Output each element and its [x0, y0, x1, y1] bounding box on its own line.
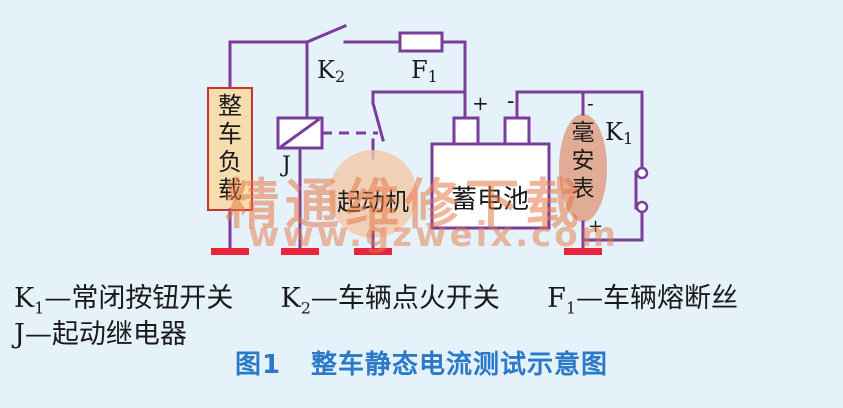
starter-label: 起动机	[337, 188, 409, 216]
figure-number: 图1	[234, 350, 282, 380]
wire-right-top	[581, 90, 644, 170]
ammeter-label-1: 毫	[572, 120, 595, 146]
legend-f1: F1—车辆熔断丝	[547, 283, 739, 318]
switch-k1-top	[635, 166, 649, 180]
legend-k2: K2—车辆点火开关	[280, 283, 500, 318]
k1-label: K1	[605, 118, 633, 148]
switch-k2	[305, 24, 347, 44]
legend-j: J—起动继电器	[14, 319, 187, 350]
ammeter-label-3: 表	[572, 176, 595, 202]
load-label-1: 整	[218, 92, 242, 120]
starter-motor	[329, 150, 417, 238]
f1-label: F1	[411, 56, 438, 86]
relay-j-label: J	[280, 153, 291, 178]
wire-right-bottom	[581, 210, 644, 242]
ground-2	[281, 248, 319, 255]
ground-1	[211, 248, 249, 255]
ground-4	[564, 248, 602, 255]
battery-terminal-minus	[503, 116, 531, 146]
wire-top-left	[228, 40, 309, 90]
legend-line-2: J—起动继电器	[14, 312, 834, 351]
wire-battery-minus	[515, 90, 585, 120]
ammeter-label-2: 安	[572, 148, 595, 174]
wire-battery-plus-top	[371, 90, 467, 105]
battery-plus-label: +	[472, 91, 489, 115]
battery-box	[430, 142, 551, 230]
load-label-3: 负	[218, 148, 242, 176]
load-label-2: 车	[218, 120, 242, 148]
ammeter-plus-label: +	[588, 216, 603, 237]
ammeter	[559, 114, 607, 222]
figure-title: 整车静态电流测试示意图	[311, 350, 609, 380]
battery-terminal-plus	[452, 116, 480, 146]
ground-3	[354, 248, 392, 255]
circuit-drawing: 整 车 负 载 K2 F1 J 起动机 蓄电池 + - 毫 安 表 - + K1	[207, 24, 649, 255]
figure-caption: 图1 整车静态电流测试示意图	[0, 344, 843, 381]
ammeter-minus-label: -	[587, 91, 594, 115]
battery-minus-label: -	[507, 89, 514, 114]
legend-line-1: K1—常闭按钮开关 K2—车辆点火开关 F1—车辆熔断丝	[14, 276, 834, 317]
fuse-f1	[398, 31, 444, 53]
k2-label: K2	[317, 56, 345, 86]
legend-k1: K1—常闭按钮开关	[14, 283, 234, 318]
load-label-4: 载	[218, 176, 242, 204]
circuit-diagram: 整 车 负 载 K2 F1 J 起动机 蓄电池 + - 毫 安 表 - + K1…	[207, 24, 649, 255]
wire-fuse-battery	[440, 40, 467, 120]
battery-label: 蓄电池	[451, 185, 529, 215]
relay-coil-slash	[279, 117, 321, 149]
switch-starter	[371, 101, 385, 142]
